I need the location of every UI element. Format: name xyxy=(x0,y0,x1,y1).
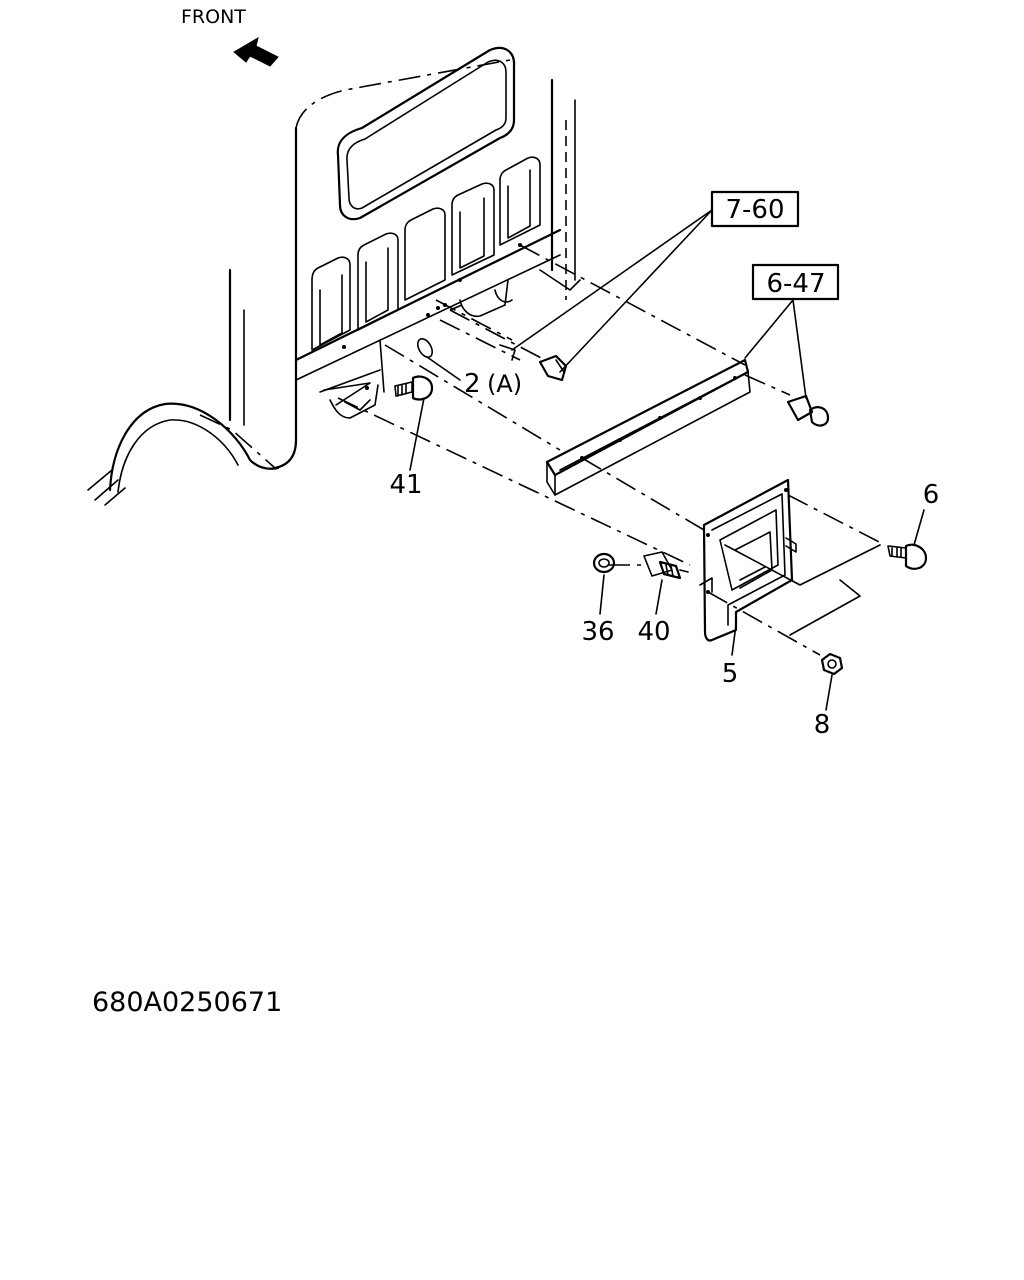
part-6-47-clip xyxy=(786,394,830,427)
cab-body xyxy=(87,46,581,506)
callout-5: 5 xyxy=(722,659,739,689)
front-label: FRONT xyxy=(181,6,246,28)
callout-6-47: 6-47 xyxy=(766,269,825,299)
part-2-clip xyxy=(416,338,434,358)
drawing-number: 680A0250671 xyxy=(92,987,282,1018)
part-6-bracket-lines xyxy=(724,544,881,636)
bracket-rail xyxy=(545,358,751,496)
front-arrow-icon xyxy=(233,36,279,67)
part-6-bolt xyxy=(887,543,928,570)
part-40-stud xyxy=(643,551,689,580)
part-8-nut xyxy=(820,652,844,676)
leader-lines xyxy=(409,209,925,711)
callout-40: 40 xyxy=(637,617,670,647)
part-41-bolt xyxy=(323,375,434,406)
part-5-box xyxy=(699,478,797,642)
ref-box-7-60: 7-60 xyxy=(710,190,800,228)
callout-6: 6 xyxy=(923,480,940,510)
callout-8: 8 xyxy=(814,710,831,740)
callout-41: 41 xyxy=(389,470,422,500)
callout-2: 2 xyxy=(464,369,481,399)
callout-36: 36 xyxy=(581,617,614,647)
part-36-nut xyxy=(592,552,616,574)
ref-box-6-47: 6-47 xyxy=(751,263,840,301)
callout-7-60: 7-60 xyxy=(725,195,784,225)
callout-2-suffix: (A) xyxy=(487,370,522,398)
assembly-lines xyxy=(337,244,886,656)
